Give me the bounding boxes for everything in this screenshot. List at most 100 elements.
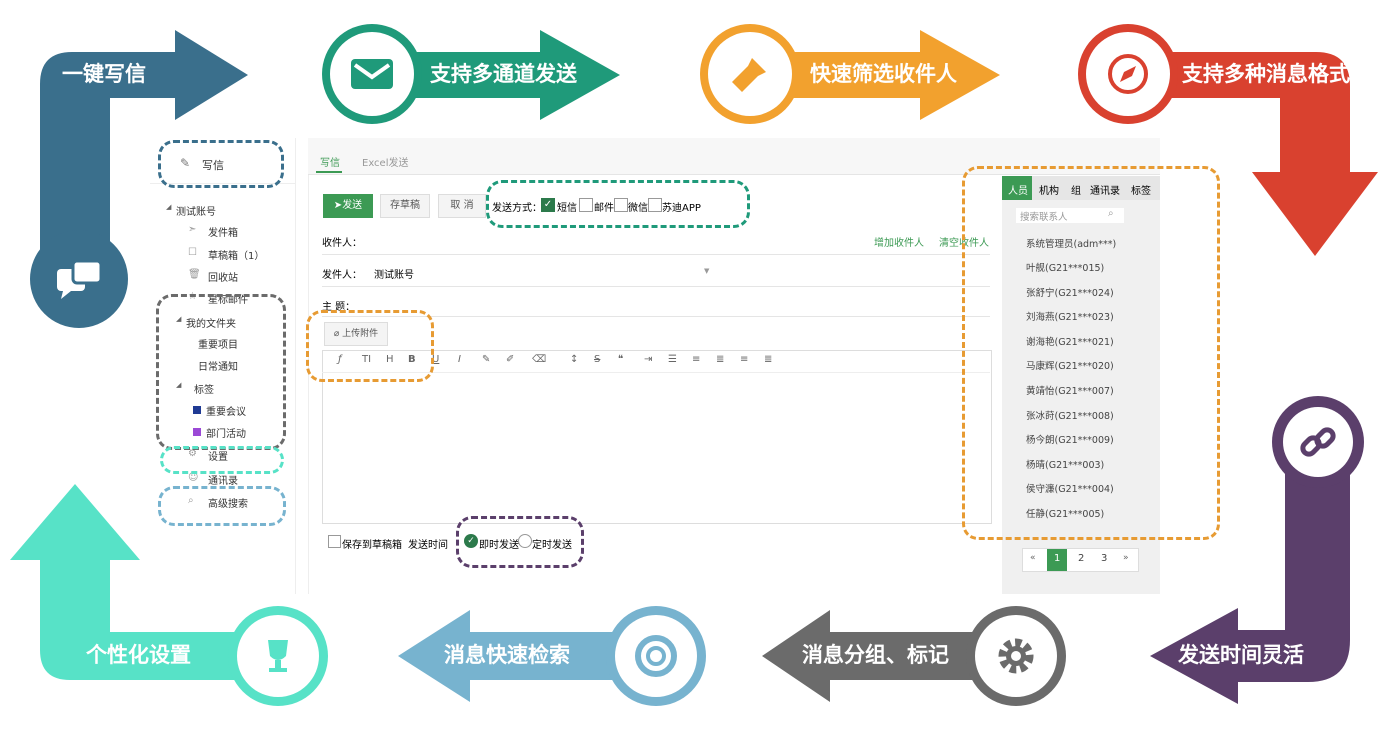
format-font-icon[interactable]: ƒ: [338, 354, 342, 365]
contact-item[interactable]: 侯守濂(G21***004): [1026, 484, 1114, 495]
sidebar-tag-1[interactable]: 重要会议: [206, 407, 246, 418]
highlight-contact-list: [962, 166, 1220, 540]
sidebar-settings[interactable]: 设置: [208, 452, 228, 463]
line-height-icon[interactable]: ↕: [570, 354, 579, 365]
list-icon[interactable]: ☰: [668, 354, 677, 365]
format-heading-icon[interactable]: H: [386, 354, 394, 365]
page-2[interactable]: 2: [1078, 553, 1085, 564]
pen-icon[interactable]: ✎: [482, 354, 491, 365]
format-italic-icon[interactable]: I: [458, 354, 461, 365]
mail-label: 邮件: [594, 203, 614, 214]
page-1[interactable]: 1: [1054, 553, 1061, 564]
tab-write[interactable]: 写信: [320, 158, 340, 169]
chat-icon: [30, 230, 128, 328]
cancel-button[interactable]: 取 消: [438, 194, 486, 218]
tab-excel[interactable]: Excel发送: [362, 158, 409, 169]
upload-attachment-button[interactable]: ⌀ 上传附件: [324, 322, 388, 346]
highlight-compose: [158, 140, 284, 188]
send-button[interactable]: ➤发送: [323, 194, 373, 218]
contact-item[interactable]: 张舒宁(G21***024): [1026, 288, 1114, 299]
contact-item[interactable]: 任静(G21***005): [1026, 509, 1105, 520]
contact-panel: [1002, 176, 1160, 594]
align-left-icon[interactable]: ≣: [716, 354, 725, 365]
save-draft-checkbox[interactable]: [328, 535, 341, 548]
sidebar-trash[interactable]: 回收站: [208, 273, 238, 284]
recipient-label: 收件人：: [322, 238, 362, 249]
mail-checkbox[interactable]: [579, 198, 593, 212]
tag-color-2: [193, 428, 201, 436]
page-next[interactable]: »: [1123, 553, 1129, 563]
sidebar-tags[interactable]: 标签: [194, 385, 214, 396]
feature-formats-label: 支持多种消息格式: [1182, 62, 1350, 86]
editor[interactable]: [322, 350, 992, 524]
sms-checkbox[interactable]: ✓: [541, 198, 555, 212]
contact-item[interactable]: 谢海艳(G21***021): [1026, 337, 1114, 348]
contact-item[interactable]: 杨晴(G21***003): [1026, 460, 1105, 471]
sidebar-account[interactable]: 测试账号: [176, 207, 216, 218]
panel-tab-people[interactable]: 人员: [1008, 186, 1028, 197]
sidebar-compose[interactable]: 写信: [202, 159, 224, 172]
ordered-list-icon[interactable]: ≡: [692, 354, 701, 365]
panel-tab-group[interactable]: 组: [1071, 186, 1081, 197]
brush-icon[interactable]: ✐: [506, 354, 515, 365]
sidebar-folders[interactable]: 我的文件夹: [186, 319, 236, 330]
add-recipient-link[interactable]: 增加收件人: [874, 238, 924, 249]
sidebar-sent[interactable]: 发件箱: [208, 228, 238, 239]
trophy-icon: [228, 606, 328, 706]
settings-icon: ⚙: [188, 448, 197, 459]
page-prev[interactable]: «: [1030, 553, 1036, 563]
arrow-timing: [1150, 470, 1350, 704]
contact-item[interactable]: 杨今朗(G21***009): [1026, 435, 1114, 446]
sender-value[interactable]: 测试账号: [374, 270, 414, 281]
link-icon: [1272, 396, 1364, 488]
indent-icon[interactable]: ⇥: [644, 354, 653, 365]
contact-item[interactable]: 系统管理员(adm***): [1026, 239, 1117, 250]
instant-radio[interactable]: ✓: [464, 534, 478, 548]
contact-item[interactable]: 刘海燕(G21***023): [1026, 312, 1114, 323]
sender-dropdown-icon[interactable]: ▼: [704, 267, 710, 275]
sidebar-folder-2[interactable]: 日常通知: [198, 362, 238, 373]
contact-search-placeholder: 搜索联系人: [1020, 212, 1068, 223]
format-bold-icon[interactable]: B: [408, 354, 416, 365]
sidebar-advanced-search[interactable]: 高级搜索: [208, 499, 248, 510]
contact-search-icon[interactable]: ⌕: [1108, 208, 1114, 219]
save-draft-button[interactable]: 存草稿: [380, 194, 430, 218]
sidebar-tag-2[interactable]: 部门活动: [206, 429, 246, 440]
highlight-attachment: [306, 310, 434, 382]
contact-item[interactable]: 叶舰(G21***015): [1026, 263, 1105, 274]
feature-timing-label: 发送时间灵活: [1178, 643, 1304, 667]
compose-icon[interactable]: ✎: [180, 156, 191, 170]
quote-icon[interactable]: ❝: [618, 354, 624, 365]
eraser-icon[interactable]: ⌫: [532, 354, 547, 365]
feature-group-label: 消息分组、标记: [802, 643, 949, 667]
format-underline-icon[interactable]: U: [432, 354, 440, 365]
strikethrough-icon[interactable]: S: [594, 354, 601, 365]
inbox-icon: ☐: [188, 247, 197, 258]
arrow-search: [398, 610, 680, 702]
sidebar-starred[interactable]: 星标邮件: [208, 295, 248, 306]
panel-tab-tags[interactable]: 标签: [1131, 186, 1151, 197]
gear-icon: [966, 606, 1066, 706]
contact-item[interactable]: 黄靖怡(G21***007): [1026, 386, 1114, 397]
contact-item[interactable]: 张冰莳(G21***008): [1026, 411, 1114, 422]
panel-tab-org[interactable]: 机构: [1039, 186, 1059, 197]
scheduled-label: 定时发送: [532, 540, 572, 551]
app-checkbox[interactable]: [648, 198, 662, 212]
highlight-folders: [156, 294, 286, 450]
wechat-checkbox[interactable]: [614, 198, 628, 212]
panel-tab-addressbook[interactable]: 通讯录: [1090, 186, 1120, 197]
arrow-write: [40, 30, 248, 250]
highlight-search: [158, 486, 286, 526]
paperclip-icon: ⌀: [333, 329, 340, 339]
align-center-icon[interactable]: ≡: [740, 354, 749, 365]
sidebar-drafts[interactable]: 草稿箱（1）: [208, 251, 265, 262]
contact-search-input[interactable]: [1016, 208, 1124, 223]
contact-item[interactable]: 马康辉(G21***020): [1026, 361, 1114, 372]
page-3[interactable]: 3: [1101, 553, 1108, 564]
align-right-icon[interactable]: ≣: [764, 354, 773, 365]
sidebar-folder-1[interactable]: 重要项目: [198, 340, 238, 351]
format-size-icon[interactable]: TI: [362, 354, 372, 365]
tag-color-1: [193, 406, 201, 414]
scheduled-radio[interactable]: [518, 534, 532, 548]
sidebar-contacts[interactable]: 通讯录: [208, 476, 238, 487]
